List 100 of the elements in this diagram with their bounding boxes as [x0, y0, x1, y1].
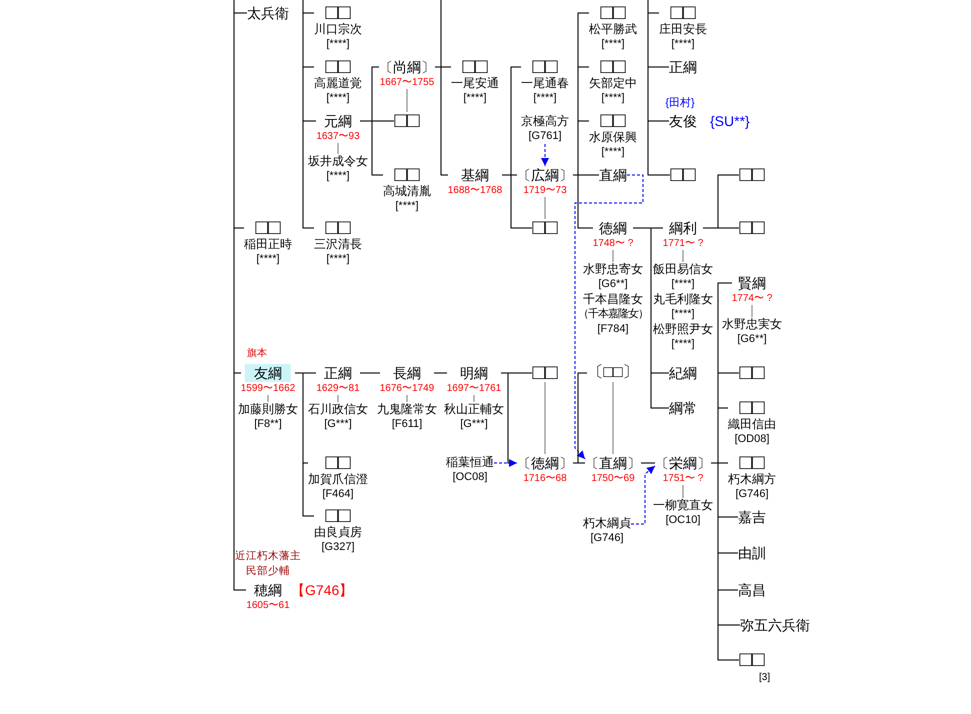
reference-code: [OC10] — [666, 513, 700, 528]
life-dates: 1637〜93 — [316, 130, 360, 143]
person-name: □□ — [462, 58, 488, 76]
reference-code: [****] — [326, 252, 350, 267]
reference-code: [****] — [671, 337, 695, 352]
connector-line — [572, 174, 594, 228]
person-name: □□ — [394, 166, 420, 184]
person-name: □□ — [325, 4, 351, 22]
arrow — [574, 174, 644, 460]
connector-line — [406, 394, 408, 402]
reference-code: [F464] — [322, 487, 354, 502]
annotation-text: 旗本 — [247, 347, 267, 361]
reference-code: [OC08] — [452, 470, 488, 485]
arrow — [541, 144, 549, 166]
connector-line — [440, 0, 448, 176]
connector-line — [434, 66, 452, 68]
annotation-text: [3] — [759, 671, 770, 685]
connector-line — [544, 196, 546, 220]
reference-code: [****] — [326, 169, 350, 184]
reference-code: [G327] — [321, 540, 355, 555]
person-name: □□ — [600, 112, 626, 130]
reference-code: [****] — [326, 91, 350, 106]
reference-code: [****] — [463, 91, 487, 106]
person-name: 〔栄綱〕 — [655, 454, 711, 472]
relative-name: 飯田易信女 — [653, 262, 713, 277]
person-name: 〔尚綱〕 — [379, 58, 435, 76]
person-name: □□ — [739, 651, 765, 669]
reference-code: [OD08] — [734, 432, 770, 447]
person-name: 太兵衛 — [247, 4, 289, 22]
relative-name: 坂井成令女 — [308, 154, 368, 169]
relative-name: 千本昌隆女 — [583, 292, 643, 307]
life-dates: 1667〜1755 — [380, 76, 434, 89]
reference-code: [****] — [533, 91, 557, 106]
arrow — [630, 466, 656, 524]
life-dates: 1688〜1768 — [448, 184, 502, 197]
person-name: □□ — [532, 219, 558, 237]
person-name: 〔広綱〕 — [517, 166, 573, 184]
life-dates: 1716〜68 — [523, 472, 567, 485]
relative-name: 水原保興 — [589, 130, 637, 145]
connector-line — [612, 382, 614, 454]
relative-name: 川口宗次 — [314, 22, 362, 37]
person-name: □□ — [325, 219, 351, 237]
connector-line — [640, 462, 656, 464]
person-name: 綱常 — [669, 399, 697, 417]
life-dates: 1771〜 ? — [662, 237, 704, 250]
person-name: □□ — [532, 364, 558, 382]
annotation-text: 【G746】 — [291, 581, 354, 599]
annotation-text: {SU**} — [710, 112, 750, 130]
life-dates: 1697〜1761 — [446, 382, 502, 395]
relative-name: 一尾通春 — [521, 76, 569, 91]
connector-line — [572, 462, 586, 464]
life-dates: 1629〜81 — [316, 382, 360, 395]
relative-name: 丸毛利隆女 — [653, 292, 713, 307]
life-dates: 1774〜 ? — [732, 292, 772, 305]
life-dates: 1748〜 ? — [592, 237, 634, 250]
person-name: 嘉吉 — [738, 508, 766, 526]
connector-line — [710, 462, 740, 660]
relative-name: 松野照尹女 — [653, 322, 713, 337]
connector-line — [682, 484, 684, 498]
reference-code: [****] — [671, 307, 695, 322]
reference-code: [G6**] — [598, 277, 628, 292]
person-name: □□ — [600, 58, 626, 76]
person-name: □□ — [739, 454, 765, 472]
person-name: □□ — [325, 58, 351, 76]
relative-name: 加藤則勝女 — [238, 402, 298, 417]
relative-name: 加賀爪信澄 — [308, 472, 368, 487]
reference-code: [G***] — [460, 417, 488, 432]
person-name: 綱利 — [669, 219, 697, 237]
reference-code: [G***] — [324, 417, 352, 432]
annotation-text: 近江朽木藩主 — [235, 549, 301, 563]
connector-line — [612, 250, 614, 262]
relative-name: 庄田安長 — [659, 22, 707, 37]
connector-line — [682, 250, 684, 262]
arrow — [494, 459, 518, 467]
person-name: 〔直綱〕 — [585, 454, 641, 472]
relative-name: 高城清胤 — [383, 184, 431, 199]
person-name: □□ — [739, 399, 765, 417]
relative-name: 朽木綱方 — [728, 472, 776, 487]
person-name: 賢綱 — [738, 274, 766, 292]
reference-code: [F784] — [597, 322, 629, 337]
person-name: 由訓 — [738, 544, 766, 562]
relative-name: 矢部定中 — [589, 76, 637, 91]
connector-line — [434, 372, 448, 374]
person-name: □□ — [394, 112, 420, 130]
person-name: □□ — [739, 219, 765, 237]
reference-code: [G746] — [735, 487, 769, 502]
relative-name: 水野忠寄女 — [583, 262, 643, 277]
relative-name: 松平勝武 — [589, 22, 637, 37]
life-dates: 1750〜69 — [591, 472, 635, 485]
reference-code: [G746] — [590, 531, 624, 546]
person-name: 穂綱 — [254, 581, 282, 599]
person-name: 基綱 — [461, 166, 489, 184]
person-name: 友綱 — [245, 364, 291, 382]
relative-name: 一柳寛直女 — [653, 498, 713, 513]
person-name: □□ — [600, 4, 626, 22]
relative-name: 高麗道覚 — [314, 76, 362, 91]
relative-name: 稲葉恒通 — [446, 455, 494, 470]
relative-name: 石川政信女 — [308, 402, 368, 417]
life-dates: 1719〜73 — [523, 184, 567, 197]
person-name: □□ — [325, 507, 351, 525]
